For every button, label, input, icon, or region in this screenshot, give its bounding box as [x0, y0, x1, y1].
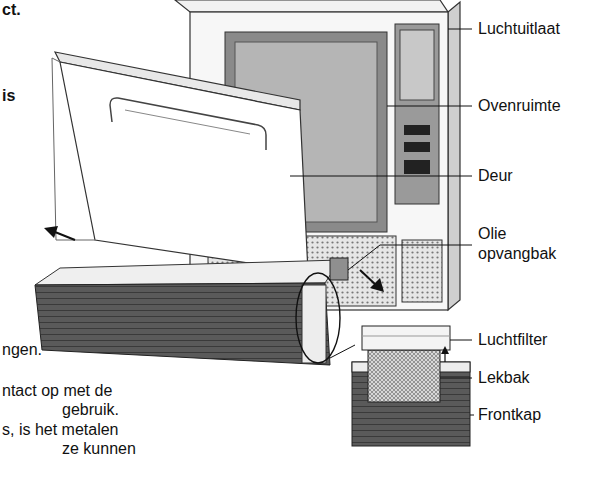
cropped-text: s, is het metalen: [2, 420, 119, 440]
part-label: Frontkap: [478, 405, 541, 425]
part-label: Olie opvangbak: [478, 224, 578, 264]
cropped-text: ntact op met de: [2, 381, 112, 401]
part-label: Ovenruimte: [478, 96, 561, 116]
part-label: Deur: [478, 166, 513, 186]
cropped-text: ngen.: [2, 340, 42, 360]
part-label: Luchtuitlaat: [478, 19, 560, 39]
part-label: Lekbak: [478, 368, 530, 388]
part-label: Luchtfilter: [478, 330, 547, 350]
cropped-text: is: [2, 86, 15, 106]
cropped-text: ze kunnen: [62, 439, 136, 459]
cropped-text: gebruik.: [62, 400, 119, 420]
cropped-text: ct.: [2, 0, 21, 20]
